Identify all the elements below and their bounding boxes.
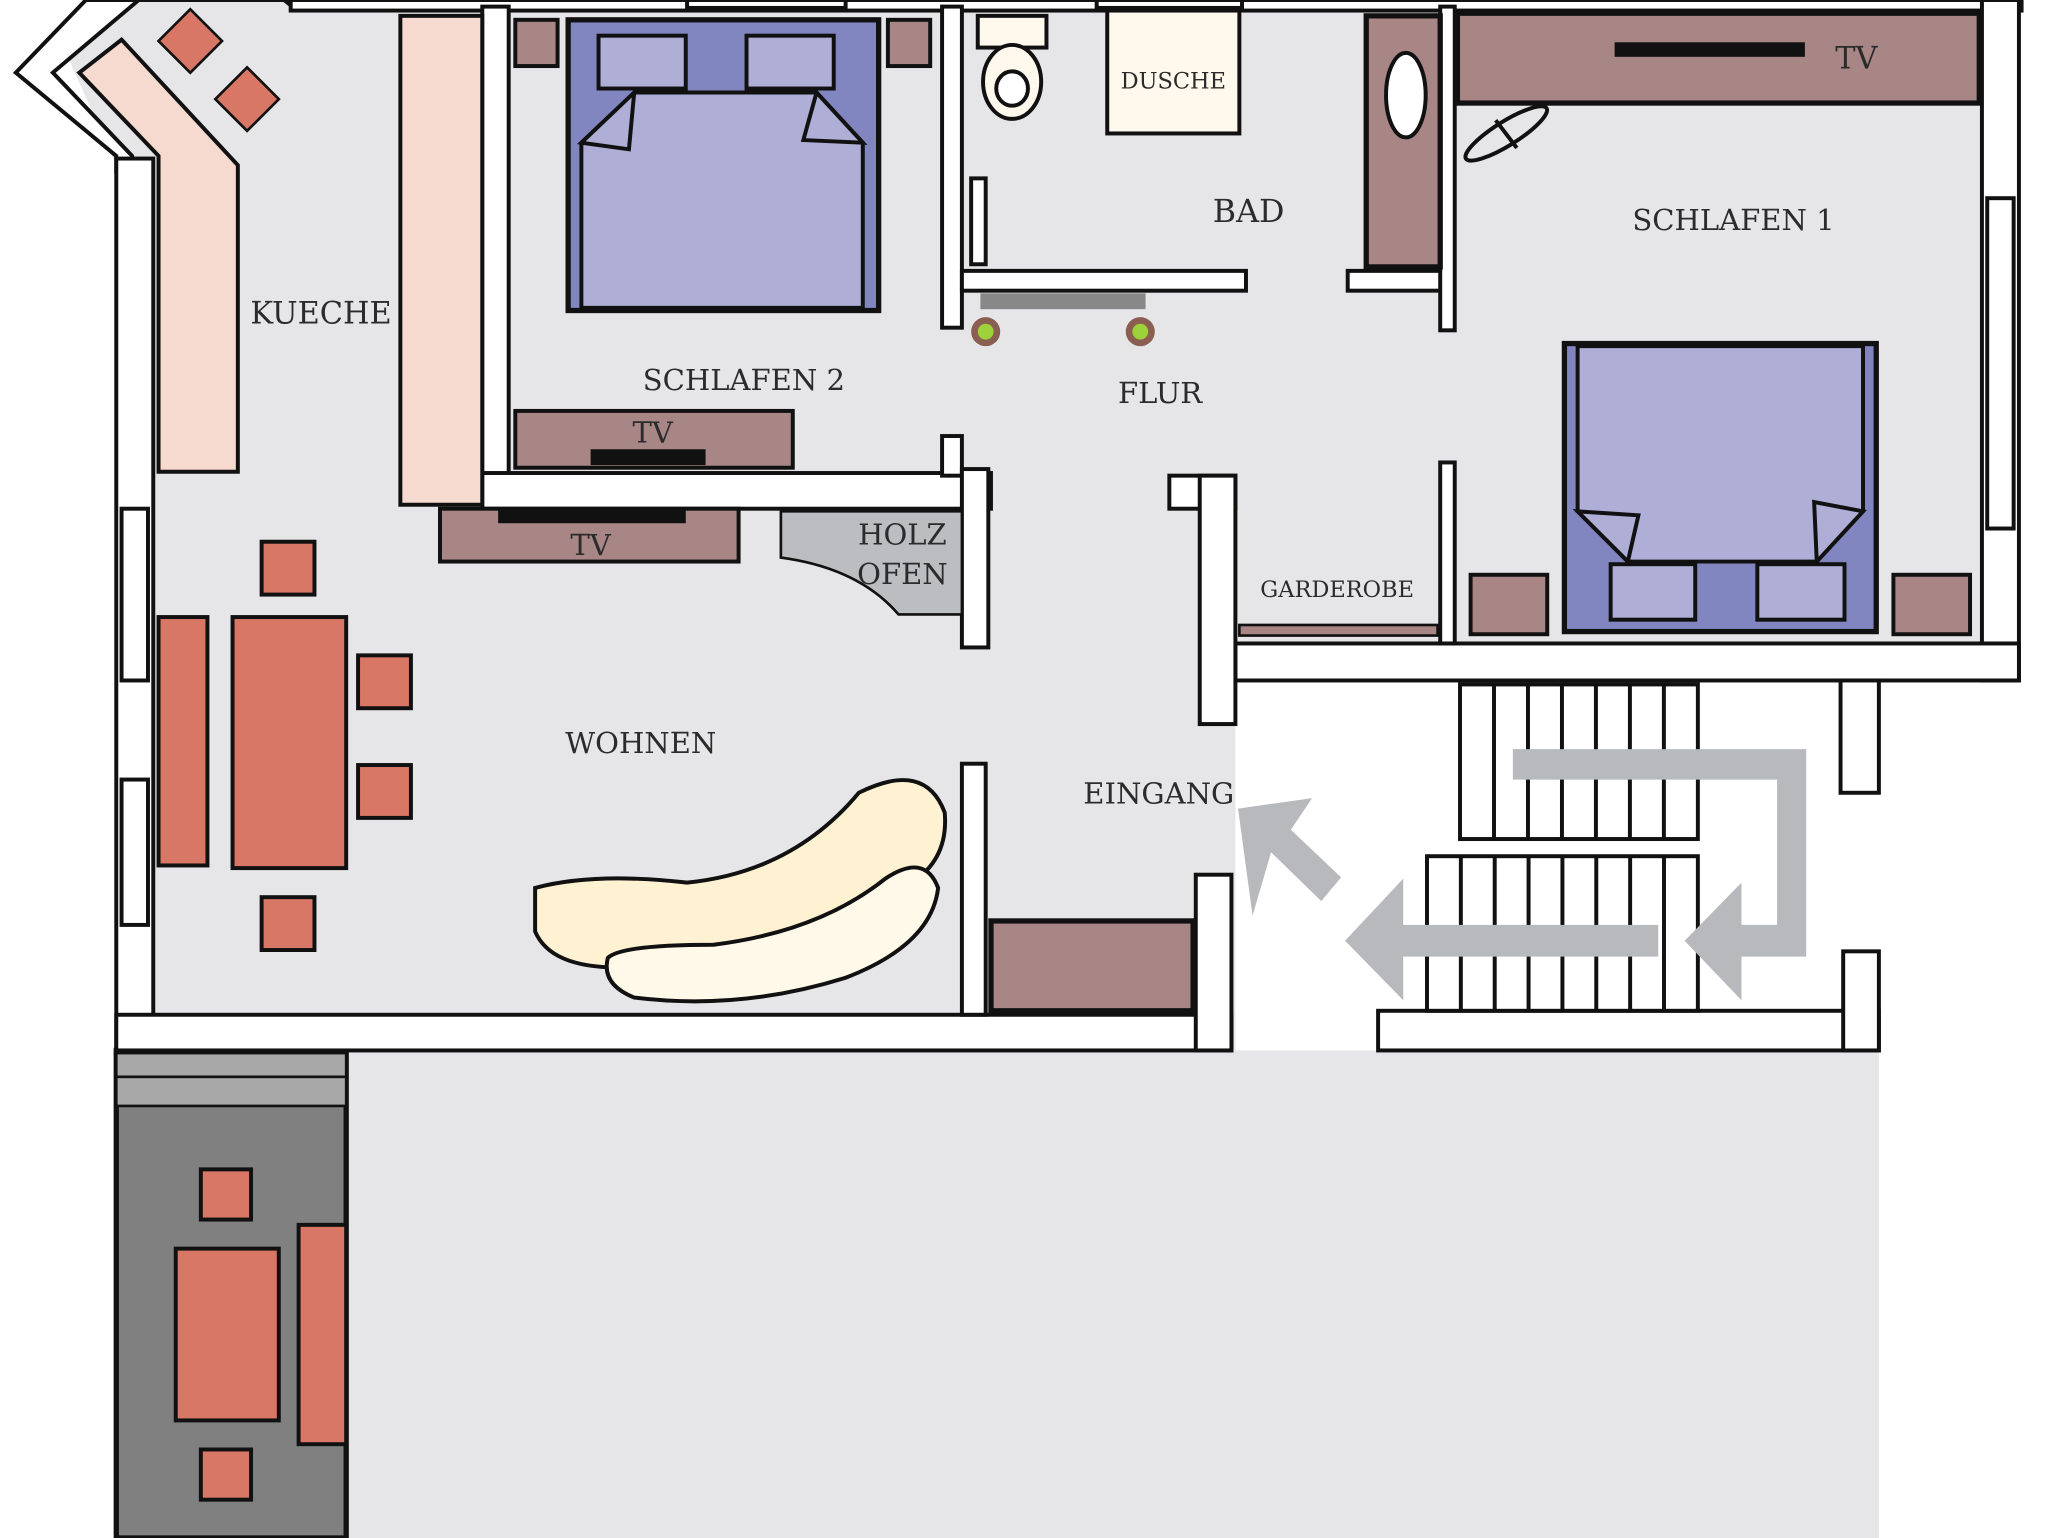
sink-icon	[1384, 50, 1428, 140]
room-label-kueche: KUECHE	[250, 297, 391, 332]
bed	[1561, 340, 1879, 635]
wood-stove: HOLZ OFEN	[779, 510, 964, 616]
chair	[356, 763, 413, 820]
entrance: EINGANG	[988, 776, 1234, 1014]
tv-label: TV	[633, 416, 674, 450]
balcony-table	[173, 1246, 281, 1423]
tv-cabinet	[438, 506, 741, 564]
room-label-bad: BAD	[1213, 194, 1285, 230]
nightstand	[513, 17, 560, 69]
shoe-cabinet	[988, 918, 1196, 1014]
tv-label: TV	[1835, 42, 1878, 77]
room-label-schlafen-2: SCHLAFEN 2	[643, 363, 845, 397]
wardrobe: GARDEROBE	[1238, 577, 1439, 637]
chair	[259, 539, 317, 597]
shower	[1105, 8, 1242, 136]
nightstand	[1468, 572, 1550, 637]
tv-label: TV	[570, 528, 611, 562]
tv-icon	[1614, 42, 1805, 57]
arrow-left-icon	[1345, 878, 1404, 1001]
dining-table	[230, 615, 349, 871]
nightstand	[1891, 572, 1973, 637]
stool	[213, 65, 281, 133]
chair	[259, 895, 317, 953]
bedroom-1: TV SCHLAFEN 1	[1454, 10, 1982, 637]
arrow-up-left-icon	[1238, 798, 1342, 916]
room-label-schlafen-1: SCHLAFEN 1	[1632, 203, 1834, 237]
bedroom-2: TV SCHLAFEN 2	[513, 17, 933, 470]
bathroom: DUSCHE BAD	[969, 8, 1443, 347]
bench	[156, 615, 210, 868]
towel-rail	[969, 176, 988, 267]
stairs	[1425, 682, 1700, 1013]
chair	[356, 653, 413, 711]
arrow-left-icon	[1684, 882, 1742, 1001]
room-label-eingang: EINGANG	[1083, 776, 1234, 810]
window	[1094, 0, 1244, 10]
stove-label-line2: OFEN	[857, 557, 948, 591]
floor-area	[66, 0, 2015, 1538]
terrace	[346, 1050, 1879, 1538]
kitchen-counter-corner	[76, 36, 240, 474]
arrow-path	[1512, 749, 1807, 957]
walls	[12, 0, 2024, 1053]
window	[119, 777, 150, 927]
tv-icon	[590, 449, 706, 466]
balcony-chair	[198, 1167, 254, 1222]
room-label-dusche: DUSCHE	[1121, 69, 1226, 95]
balcony-chair	[198, 1447, 254, 1502]
sliding-door	[980, 293, 1146, 310]
window	[1985, 196, 2016, 531]
fan-icon	[1463, 104, 1550, 163]
kitchen: KUECHE	[76, 7, 485, 507]
toilet-icon	[975, 13, 1049, 121]
bed	[565, 17, 882, 314]
nightstand	[885, 17, 933, 69]
kitchen-counter	[398, 13, 485, 507]
stove-label-line1: HOLZ	[858, 517, 947, 551]
direction-arrows	[1238, 749, 1807, 1001]
tv-icon	[498, 508, 686, 524]
coat-rail	[1238, 623, 1439, 637]
living-room: TV HOLZ OFEN WOHNEN	[156, 506, 964, 1004]
window	[685, 0, 848, 10]
balcony-bench	[296, 1222, 349, 1447]
tv-cabinet	[1454, 10, 1982, 106]
room-label-flur: FLUR	[1118, 376, 1203, 410]
room-label-garderobe: GARDEROBE	[1260, 577, 1414, 603]
balcony	[113, 1047, 349, 1538]
arrow-path	[1397, 924, 1659, 957]
window	[119, 506, 150, 683]
room-label-wohnen: WOHNEN	[565, 726, 716, 760]
stool	[156, 7, 224, 75]
sofa	[533, 778, 948, 1004]
